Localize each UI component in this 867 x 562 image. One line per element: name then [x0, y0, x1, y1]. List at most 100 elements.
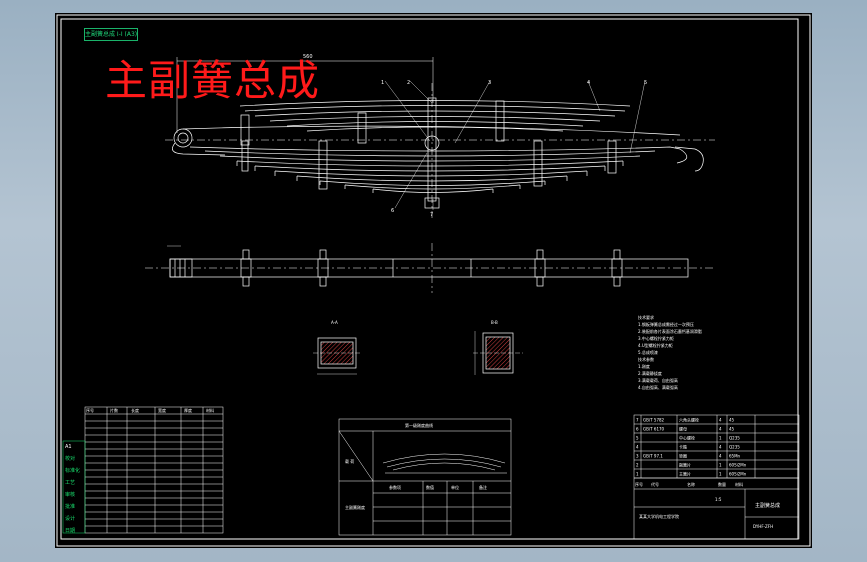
svg-text:3.满载载荷、自由弧高: 3.满载载荷、自由弧高 [638, 377, 678, 383]
bom-cell: Q235 [729, 445, 740, 450]
svg-text:1.刚度: 1.刚度 [638, 363, 650, 369]
bom-cell: 中心螺栓 [679, 435, 695, 441]
bom-cell: GB/T 6170 [643, 427, 665, 432]
bom-cell: 1 [719, 463, 722, 468]
callout-5: 5 [644, 80, 647, 86]
bom-cell: 4 [719, 445, 722, 450]
svg-text:序号: 序号 [635, 481, 643, 487]
bom-cell: GB/T 97.1 [643, 454, 663, 459]
spring-elevation-view [165, 57, 715, 218]
svg-text:4.自由弧高、满载弧高: 4.自由弧高、满载弧高 [638, 384, 678, 390]
bom-cell: 卡箍 [679, 444, 687, 450]
svg-text:备注: 备注 [479, 484, 487, 490]
drawing-tag: 主副簧总成 I-I (A3) [84, 28, 138, 41]
title-block-name: 主副簧总成 [755, 502, 780, 509]
bom-cell: 6 [636, 427, 639, 432]
bom-head: 序号 代号 名称 数量 材料 [635, 481, 743, 487]
param-head: 参数项 数值 单位 备注 [389, 484, 487, 490]
svg-text:1.钢板弹簧总成需经过一次预压: 1.钢板弹簧总成需经过一次预压 [638, 321, 694, 327]
svg-text:数值: 数值 [426, 484, 434, 490]
callout-4: 4 [587, 80, 590, 86]
drawing-title: 主副簧总成 [105, 56, 321, 105]
bom-cell: 1 [636, 472, 639, 477]
plan-clip-bolts [240, 249, 623, 287]
section-b-view [473, 331, 523, 375]
chart-title: 第一级刚度曲线 [405, 422, 433, 428]
chart-ylabel: 载 荷 [345, 458, 354, 464]
bom-cell: 4 [636, 445, 639, 450]
bom-cell: 垫圈 [679, 453, 687, 459]
svg-text:审核: 审核 [65, 491, 75, 498]
svg-text:A1: A1 [65, 444, 72, 450]
svg-text:单位: 单位 [451, 484, 459, 490]
svg-text:材料: 材料 [206, 407, 214, 413]
svg-text:4.U型螺栓拧紧力矩: 4.U型螺栓拧紧力矩 [638, 342, 673, 348]
callout-3: 3 [488, 80, 491, 86]
svg-text:日期: 日期 [65, 528, 75, 534]
svg-text:材料: 材料 [735, 481, 743, 487]
drawing-outer-border [56, 14, 811, 547]
callout-6: 6 [391, 208, 394, 214]
svg-text:2.装配前各片表面涂石墨钙基润滑脂: 2.装配前各片表面涂石墨钙基润滑脂 [638, 328, 702, 334]
bom-cell: 螺母 [679, 426, 687, 432]
bom-cell: 65Mn [729, 454, 741, 459]
bom-cell: 4 [719, 418, 722, 423]
callout-1: 1 [381, 80, 384, 86]
svg-text:序号: 序号 [86, 407, 94, 413]
bom-cell: 5 [636, 436, 639, 441]
title-block-scale: 1:5 [715, 497, 722, 502]
svg-text:参数项: 参数项 [389, 484, 401, 490]
bom-cell: 主簧片 [679, 471, 691, 477]
left-table-header: 序号 片数 长度 宽度 厚度 材料 [86, 407, 214, 413]
svg-text:工艺: 工艺 [65, 480, 75, 486]
bom-cell: 2 [636, 463, 639, 468]
bom-cell: 3 [636, 454, 639, 459]
svg-text:代号: 代号 [651, 481, 659, 487]
section-b-label: B-B [491, 320, 498, 325]
bom-cell: 1 [719, 472, 722, 477]
bom-cell: 副簧片 [679, 462, 691, 468]
bom-cell: 4 [719, 454, 722, 459]
svg-text:设计: 设计 [65, 515, 75, 522]
left-side-labels: A1 校对 标准化 工艺 审核 批准 设计 日期 [65, 444, 80, 534]
title-block-code: DYHF-ZFH [753, 524, 773, 529]
cad-drawing: 560 1 2 3 4 5 6 7 [56, 14, 811, 547]
section-a-view [313, 337, 361, 375]
drawing-viewport[interactable]: 560 1 2 3 4 5 6 7 [55, 13, 812, 548]
stiffness-chart-table [338, 418, 512, 536]
drawing-frame [60, 18, 799, 540]
bom-cell: 六角头螺栓 [679, 417, 699, 423]
svg-text:技术参数: 技术参数 [638, 356, 654, 362]
svg-text:校对: 校对 [65, 455, 75, 462]
bom-cell: GB/T 5782 [643, 418, 665, 423]
param-row-label: 主副簧刚度 [345, 504, 365, 510]
svg-text:技术要求: 技术要求 [638, 314, 654, 320]
section-a-label: A-A [331, 320, 338, 325]
svg-text:宽度: 宽度 [158, 407, 166, 413]
svg-text:5.总成喷漆: 5.总成喷漆 [638, 349, 658, 355]
svg-text:批准: 批准 [65, 503, 75, 510]
bom-cell: Q235 [729, 436, 740, 441]
bom-cell: 4 [719, 427, 722, 432]
dimension-top-label: 560 [303, 54, 313, 60]
bom-table [633, 414, 800, 540]
svg-text:名称: 名称 [687, 481, 695, 487]
svg-text:3.中心螺栓拧紧力矩: 3.中心螺栓拧紧力矩 [638, 335, 674, 341]
callout-7: 7 [430, 212, 433, 218]
leaf-spec-table [62, 406, 224, 534]
bom-cell: 60Si2Mn [729, 472, 747, 477]
svg-text:标准化: 标准化 [65, 467, 80, 474]
svg-text:2.满载静挠度: 2.满载静挠度 [638, 370, 662, 376]
svg-text:长度: 长度 [131, 407, 139, 413]
bom-cell: 60Si2Mn [729, 463, 747, 468]
bom-cell: 1 [719, 436, 722, 441]
bom-cell: 45 [729, 427, 735, 432]
svg-text:数量: 数量 [718, 481, 726, 487]
svg-text:片数: 片数 [110, 407, 118, 413]
callout-2: 2 [407, 80, 410, 86]
svg-text:厚度: 厚度 [184, 407, 192, 413]
technical-notes: 技术要求 1.钢板弹簧总成需经过一次预压 2.装配前各片表面涂石墨钙基润滑脂 3… [638, 314, 702, 390]
spring-plan-view [145, 243, 715, 293]
bom-cell: 45 [729, 418, 735, 423]
